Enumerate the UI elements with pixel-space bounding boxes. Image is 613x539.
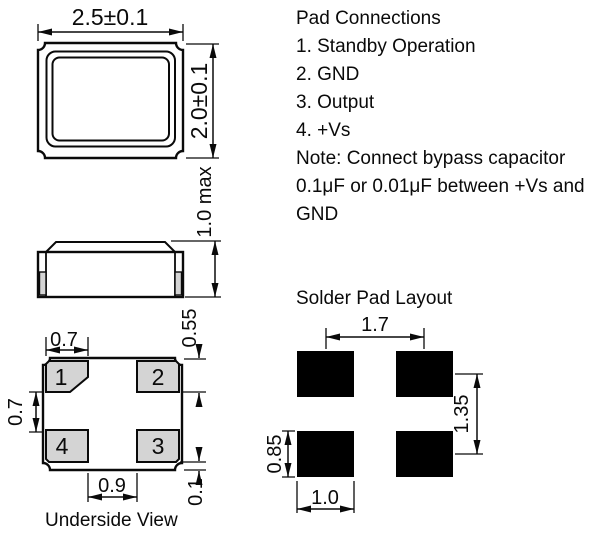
pad-width-dimension: 0.7 [50, 329, 78, 351]
pad-1-label: 1 [55, 364, 68, 390]
pad-connection-item-2: 2. GND [296, 64, 360, 85]
pad-connection-item-3: 3. Output [296, 92, 375, 113]
solder-pad-bottom-left [297, 431, 354, 477]
side-view-thickness-dimension: 1.0 max [194, 166, 216, 237]
pad-connection-item-1: 1. Standby Operation [296, 36, 476, 57]
side-view: 1.0 max [36, 166, 221, 299]
side-view-lid [43, 241, 178, 253]
top-view-height-dimension: 2.0±0.1 [186, 63, 212, 140]
note-line-3: GND [296, 204, 339, 225]
note-line-2: 0.1μF or 0.01μF between +Vs and [296, 176, 585, 197]
vertical-pitch-dimension: 1.35 [451, 395, 473, 434]
top-view-package-outline [36, 41, 185, 160]
solder-pad-top-left [297, 351, 354, 397]
pad-height-extension-lines [181, 358, 206, 393]
pad-spacing-dimension: 0.9 [98, 475, 126, 497]
underside-pad-1 [45, 360, 89, 393]
underside-view: 1 2 3 4 0.7 0.7 0.9 0.55 0.1 [5, 309, 207, 531]
edge-gap-extension-lines [180, 461, 206, 471]
pad-gap-dimension: 0.7 [5, 398, 27, 426]
top-view-lid-inner-edge [51, 56, 170, 142]
pad-connections: Pad Connections 1. Standby Operation 2. … [296, 5, 585, 229]
solder-pad-bottom-right [396, 431, 453, 477]
underside-pad-4 [45, 429, 89, 463]
side-view-left-terminal [38, 271, 47, 296]
horizontal-pitch-dimension: 1.7 [361, 314, 389, 336]
pad-4-label: 4 [56, 433, 69, 459]
top-view: 2.5±0.1 2.0±0.1 [36, 4, 219, 160]
pad-connections-title: Pad Connections [296, 8, 441, 29]
pad-3-label: 3 [152, 433, 165, 459]
edge-gap-dimension: 0.1 [185, 478, 207, 506]
underside-pad-3 [136, 429, 180, 463]
pad-height-dimension: 0.55 [179, 309, 201, 348]
solder-pad-layout: Solder Pad Layout 1.7 1.35 0.85 1.0 [264, 288, 483, 513]
side-view-body [36, 250, 185, 299]
underside-view-title: Underside View [45, 510, 178, 531]
top-view-lid-outer-edge [45, 50, 176, 148]
side-view-right-terminal [174, 271, 183, 296]
note-line-1: Note: Connect bypass capacitor [296, 148, 566, 169]
solder-pad-top-right [396, 351, 453, 397]
underside-pad-2 [136, 360, 180, 393]
solder-pad-width-dimension: 1.0 [311, 487, 339, 509]
pad-2-label: 2 [152, 364, 165, 390]
solder-pad-layout-title: Solder Pad Layout [296, 288, 453, 309]
top-view-width-dimension: 2.5±0.1 [72, 4, 149, 30]
pad-connection-item-4: 4. +Vs [296, 120, 351, 141]
solder-pad-height-dimension: 0.85 [264, 435, 286, 474]
